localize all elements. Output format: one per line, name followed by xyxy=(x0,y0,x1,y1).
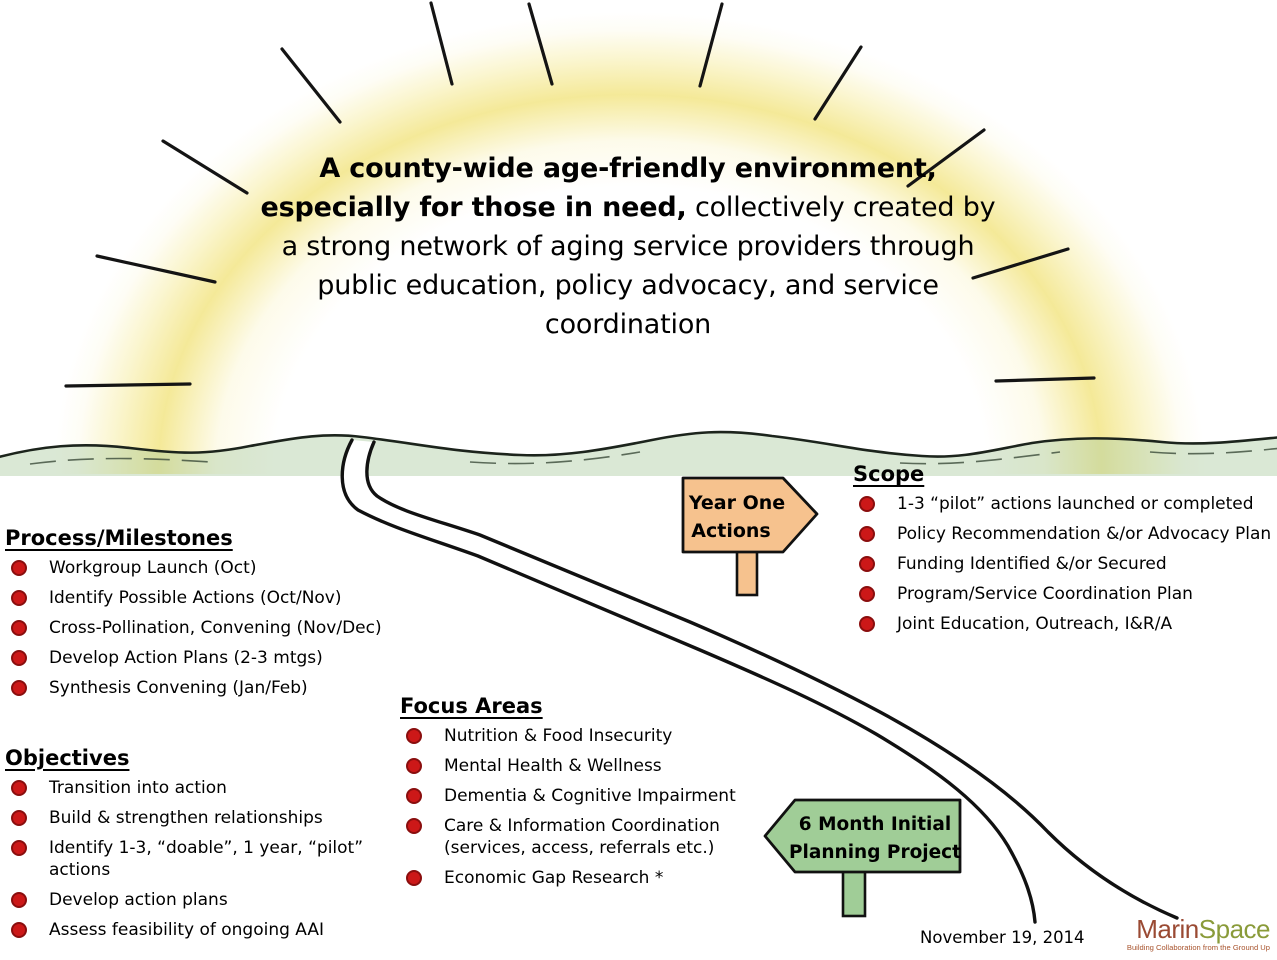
list-item-label: Joint Education, Outreach, I&R/A xyxy=(897,614,1173,635)
bullet-icon xyxy=(11,840,27,857)
list-item-label: 1-3 “pilot” actions launched or complete… xyxy=(897,494,1254,514)
list-item: Develop Action Plans (2-3 mtgs) xyxy=(5,647,425,669)
bullet-icon xyxy=(859,616,875,633)
year-one-sign-label2: Actions xyxy=(691,520,770,542)
list-item-label: Nutrition & Food Insecurity xyxy=(444,726,673,746)
list-item: Identify Possible Actions (Oct/Nov) xyxy=(5,587,425,609)
list-item-label: Assess feasibility of ongoing AAI xyxy=(49,920,325,941)
list-item: Policy Recommendation &/or Advocacy Plan xyxy=(853,523,1277,545)
process-milestones-title: Process/Milestones xyxy=(5,526,233,550)
bullet-icon xyxy=(11,892,27,909)
bullet-icon xyxy=(11,650,27,667)
objectives-title: Objectives xyxy=(5,746,130,770)
six-month-sign: 6 Month Initial Planning Project xyxy=(763,798,962,918)
logo-space-text: Space xyxy=(1198,914,1271,944)
bullet-icon xyxy=(859,496,875,512)
list-item: Cross-Pollination, Convening (Nov/Dec) xyxy=(5,617,425,639)
bullet-icon xyxy=(406,818,422,835)
list-item: Identify 1-3, “doable”, 1 year, “pilot” … xyxy=(5,837,405,881)
focus-areas-title: Focus Areas xyxy=(400,694,543,718)
list-item: Build & strengthen relationships xyxy=(5,807,405,829)
vision-rest-text: collectively created by a strong network… xyxy=(281,191,996,340)
list-item: Economic Gap Research * xyxy=(400,867,768,889)
vision-bold-text: A county-wide age-friendly environment, … xyxy=(260,153,937,223)
bullet-icon xyxy=(859,556,875,573)
list-item: Care & Information Coordination (service… xyxy=(400,815,768,859)
list-item-label: Develop Action Plans (2-3 mtgs) xyxy=(49,648,323,669)
bullet-icon xyxy=(11,560,27,576)
vision-statement: A county-wide age-friendly environment, … xyxy=(252,150,1004,344)
focus-areas-list: Nutrition & Food Insecurity Mental Healt… xyxy=(400,725,768,890)
list-item: Workgroup Launch (Oct) xyxy=(5,557,425,579)
list-item: Joint Education, Outreach, I&R/A xyxy=(853,613,1277,635)
process-milestones-section: Process/Milestones Workgroup Launch (Oct… xyxy=(5,526,425,707)
bullet-icon xyxy=(11,680,27,697)
objectives-section: Objectives Transition into action Build … xyxy=(5,746,405,950)
date-label: November 19, 2014 xyxy=(920,928,1085,947)
six-month-sign-label: 6 Month Initial xyxy=(799,814,951,835)
marinspace-logo: MarinSpace Building Collaboration from t… xyxy=(1108,916,1271,952)
list-item-label: Build & strengthen relationships xyxy=(49,808,323,829)
list-item: Dementia & Cognitive Impairment xyxy=(400,785,768,807)
scope-section: Scope 1-3 “pilot” actions launched or co… xyxy=(853,462,1277,643)
list-item-label: Identify Possible Actions (Oct/Nov) xyxy=(49,588,342,609)
bullet-icon xyxy=(11,810,27,827)
bullet-icon xyxy=(406,758,422,775)
year-one-sign: Year One Actions xyxy=(681,476,819,597)
bullet-icon xyxy=(406,788,422,805)
bullet-icon xyxy=(406,870,422,887)
focus-areas-section: Focus Areas Nutrition & Food Insecurity … xyxy=(400,694,768,898)
bullet-icon xyxy=(11,590,27,607)
logo-marin-text: Marin xyxy=(1136,914,1199,944)
list-item-label: Develop action plans xyxy=(49,890,228,911)
list-item-label: Policy Recommendation &/or Advocacy Plan xyxy=(897,524,1272,545)
bullet-icon xyxy=(859,586,875,603)
list-item-label: Care & Information Coordination (service… xyxy=(444,816,720,859)
list-item-label: Dementia & Cognitive Impairment xyxy=(444,786,736,807)
logo-tagline: Building Collaboration from the Ground U… xyxy=(1126,943,1270,952)
six-month-sign-label2: Planning Project xyxy=(789,842,961,863)
bullet-icon xyxy=(406,728,422,744)
scope-title: Scope xyxy=(853,462,925,486)
list-item: Funding Identified &/or Secured xyxy=(853,553,1277,575)
list-item: Mental Health & Wellness xyxy=(400,755,768,777)
scope-list: 1-3 “pilot” actions launched or complete… xyxy=(853,493,1277,635)
marinspace-wordmark: MarinSpace xyxy=(1108,916,1270,942)
list-item-label: Identify 1-3, “doable”, 1 year, “pilot” … xyxy=(49,838,364,881)
list-item-label: Cross-Pollination, Convening (Nov/Dec) xyxy=(49,618,382,639)
list-item: 1-3 “pilot” actions launched or complete… xyxy=(853,493,1277,515)
list-item-label: Funding Identified &/or Secured xyxy=(897,554,1167,575)
process-milestones-list: Workgroup Launch (Oct) Identify Possible… xyxy=(5,557,425,699)
year-one-sign-label: Year One xyxy=(688,492,785,514)
list-item: Assess feasibility of ongoing AAI xyxy=(5,919,405,941)
list-item: Develop action plans xyxy=(5,889,405,911)
list-item-label: Transition into action xyxy=(49,778,227,798)
list-item: Synthesis Convening (Jan/Feb) xyxy=(5,677,425,699)
bullet-icon xyxy=(859,526,875,543)
list-item-label: Program/Service Coordination Plan xyxy=(897,584,1193,605)
bullet-icon xyxy=(11,780,27,796)
list-item: Nutrition & Food Insecurity xyxy=(400,725,768,747)
list-item-label: Synthesis Convening (Jan/Feb) xyxy=(49,678,308,699)
objectives-list: Transition into action Build & strengthe… xyxy=(5,777,405,942)
list-item: Transition into action xyxy=(5,777,405,799)
list-item-label: Workgroup Launch (Oct) xyxy=(49,558,257,578)
bullet-icon xyxy=(11,620,27,637)
list-item-label: Mental Health & Wellness xyxy=(444,756,662,777)
list-item-label: Economic Gap Research * xyxy=(444,868,664,889)
list-item: Program/Service Coordination Plan xyxy=(853,583,1277,605)
bullet-icon xyxy=(11,922,27,939)
